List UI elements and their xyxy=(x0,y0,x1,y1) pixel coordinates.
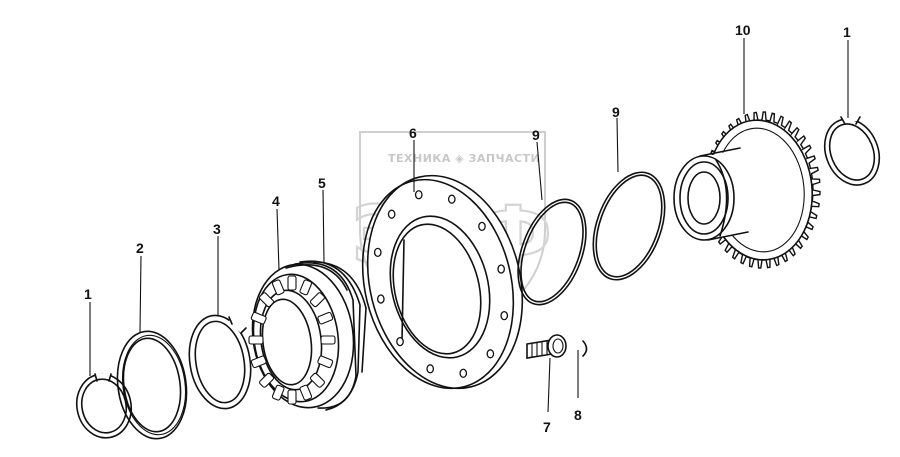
flange-bolt-hole xyxy=(376,294,385,304)
callout-7: 7 xyxy=(543,419,551,435)
part-1-snap-ring-right xyxy=(823,115,881,186)
callout-3: 3 xyxy=(213,221,221,237)
leader-lines xyxy=(89,38,849,413)
part-8-lock-washer xyxy=(582,340,588,357)
watermark-brand-text: ТЕХНИКА ◈ ЗАПЧАСТИ xyxy=(388,152,540,165)
callout-9-first: 9 xyxy=(532,127,540,143)
part-9-o-ring-first xyxy=(517,198,587,306)
bearing-roller xyxy=(299,279,313,296)
callout-9-second: 9 xyxy=(612,104,620,120)
bearing-roller xyxy=(259,292,275,308)
bearing-roller xyxy=(287,389,297,405)
bearing-roller xyxy=(309,292,325,308)
flange-bolt-hole xyxy=(387,209,396,219)
flange-bolt-hole xyxy=(486,349,495,359)
bearing-roller xyxy=(271,279,285,296)
callout-5: 5 xyxy=(318,175,326,191)
callout-6: 6 xyxy=(409,125,417,141)
part-3-snap-ring xyxy=(188,314,252,410)
flange-bolt-hole xyxy=(459,368,468,378)
flange-bolt-hole xyxy=(497,264,506,274)
bearing-roller xyxy=(320,335,336,345)
part-5-bearing-race xyxy=(285,260,367,411)
part-6-flange xyxy=(361,174,524,390)
callout-4: 4 xyxy=(272,193,280,209)
part-10-gear xyxy=(673,111,821,269)
bearing-roller xyxy=(250,355,267,369)
bearing-roller xyxy=(317,311,334,325)
callout-1-left: 1 xyxy=(84,286,92,302)
bearing-roller xyxy=(248,335,264,345)
bearing-roller xyxy=(317,355,334,369)
part-2-washer xyxy=(116,330,188,440)
bearing-roller xyxy=(271,384,285,401)
bearing-roller xyxy=(299,384,313,401)
part-4-roller-bearing xyxy=(248,262,357,409)
flange-bolt-hole xyxy=(426,364,435,374)
callout-1-right: 1 xyxy=(843,24,851,40)
callout-10: 10 xyxy=(735,22,751,38)
bearing-roller xyxy=(250,311,267,325)
part-1-snap-ring-left xyxy=(75,373,133,439)
flange-bolt-hole xyxy=(500,310,509,321)
callout-labels: 1 2 3 4 5 6 9 9 10 1 7 8 xyxy=(84,22,851,435)
part-7-bolt xyxy=(526,334,567,359)
callout-2: 2 xyxy=(136,240,144,256)
flange-bolt-hole xyxy=(478,221,486,232)
bearing-roller xyxy=(287,275,297,291)
flange-bolt-hole xyxy=(396,336,404,347)
flange-bolt-hole xyxy=(447,194,456,204)
callout-8: 8 xyxy=(574,407,582,423)
bearing-roller xyxy=(309,372,325,388)
flange-bolt-hole xyxy=(414,190,423,200)
bearing-roller xyxy=(259,372,275,388)
flange-bolt-hole xyxy=(373,247,382,258)
part-9-o-ring-second xyxy=(592,171,666,281)
